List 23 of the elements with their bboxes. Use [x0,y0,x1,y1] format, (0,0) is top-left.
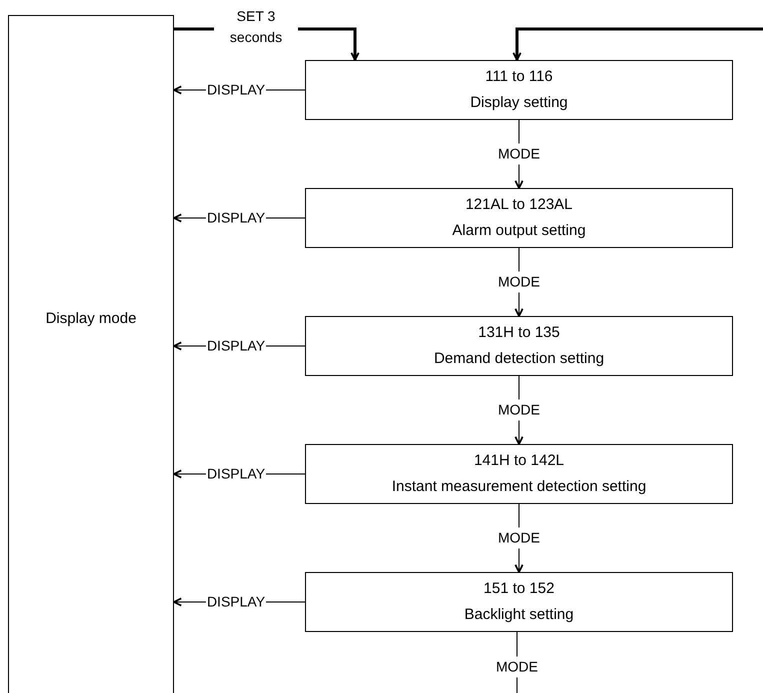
process-box [305,316,733,376]
arrow [512,28,763,61]
setting-name: Display setting [470,93,568,113]
process-box [305,572,733,632]
parameter-range: 121AL to 123AL [465,195,573,215]
setting-name: Demand detection setting [434,349,604,369]
parameter-range: 141H to 142L [474,451,564,471]
edge-label: MODE [497,144,541,164]
process-box [305,60,733,120]
process-box [305,444,733,504]
mode-label: Display mode [46,309,136,329]
edge-label: MODE [495,656,539,678]
parameter-range: 151 to 152 [484,579,554,599]
parameter-range: 111 to 116 [485,67,553,87]
setting-name: Alarm output setting [452,221,586,241]
setting-name: Backlight setting [464,605,574,625]
edge-label: MODE [497,528,541,548]
edge-label: MODE [497,272,541,292]
process-box [305,188,733,248]
setting-name: Instant measurement detection setting [392,477,646,497]
parameter-range: 131H to 135 [478,323,560,343]
edge-label: MODE [497,400,541,420]
mode-box [8,15,174,693]
